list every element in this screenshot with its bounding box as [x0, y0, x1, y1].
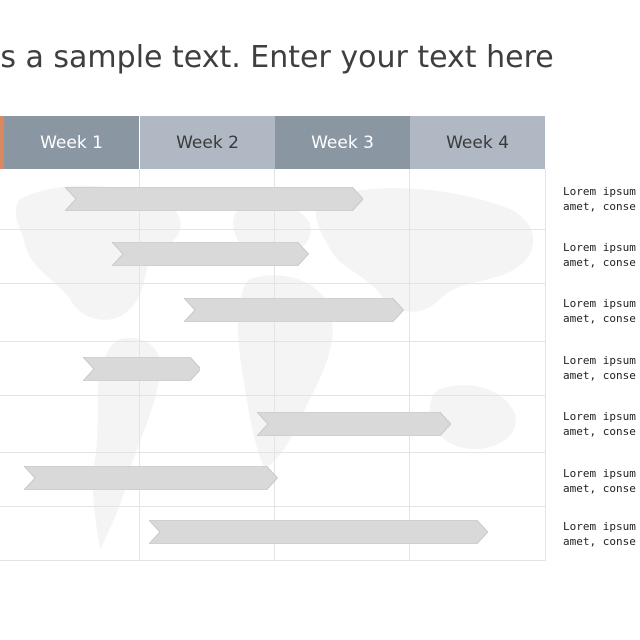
- task-bar-7: [148, 520, 488, 544]
- row-divider: [0, 452, 546, 453]
- task-bar-3: [184, 298, 404, 322]
- accent-strip: [0, 116, 4, 169]
- task-bar-2: [112, 242, 309, 266]
- grid-line: [545, 169, 546, 561]
- row-divider: [0, 341, 546, 342]
- task-bar-5: [257, 412, 452, 436]
- row-divider: [0, 229, 546, 230]
- grid-line: [274, 169, 275, 561]
- row-divider: [0, 506, 546, 507]
- row-divider: [0, 395, 546, 396]
- week-1-header: Week 1: [4, 116, 139, 169]
- slide-title: is a sample text. Enter your text here: [0, 40, 554, 75]
- task-bar-6: [24, 466, 278, 490]
- week-4-header: Week 4: [410, 116, 545, 169]
- grid-line: [409, 169, 410, 561]
- week-2-header: Week 2: [140, 116, 275, 169]
- row-divider: [0, 560, 546, 561]
- task-bar-4: [82, 357, 201, 381]
- week-3-header: Week 3: [275, 116, 410, 169]
- row-divider: [0, 283, 546, 284]
- task-bar-1: [64, 187, 364, 211]
